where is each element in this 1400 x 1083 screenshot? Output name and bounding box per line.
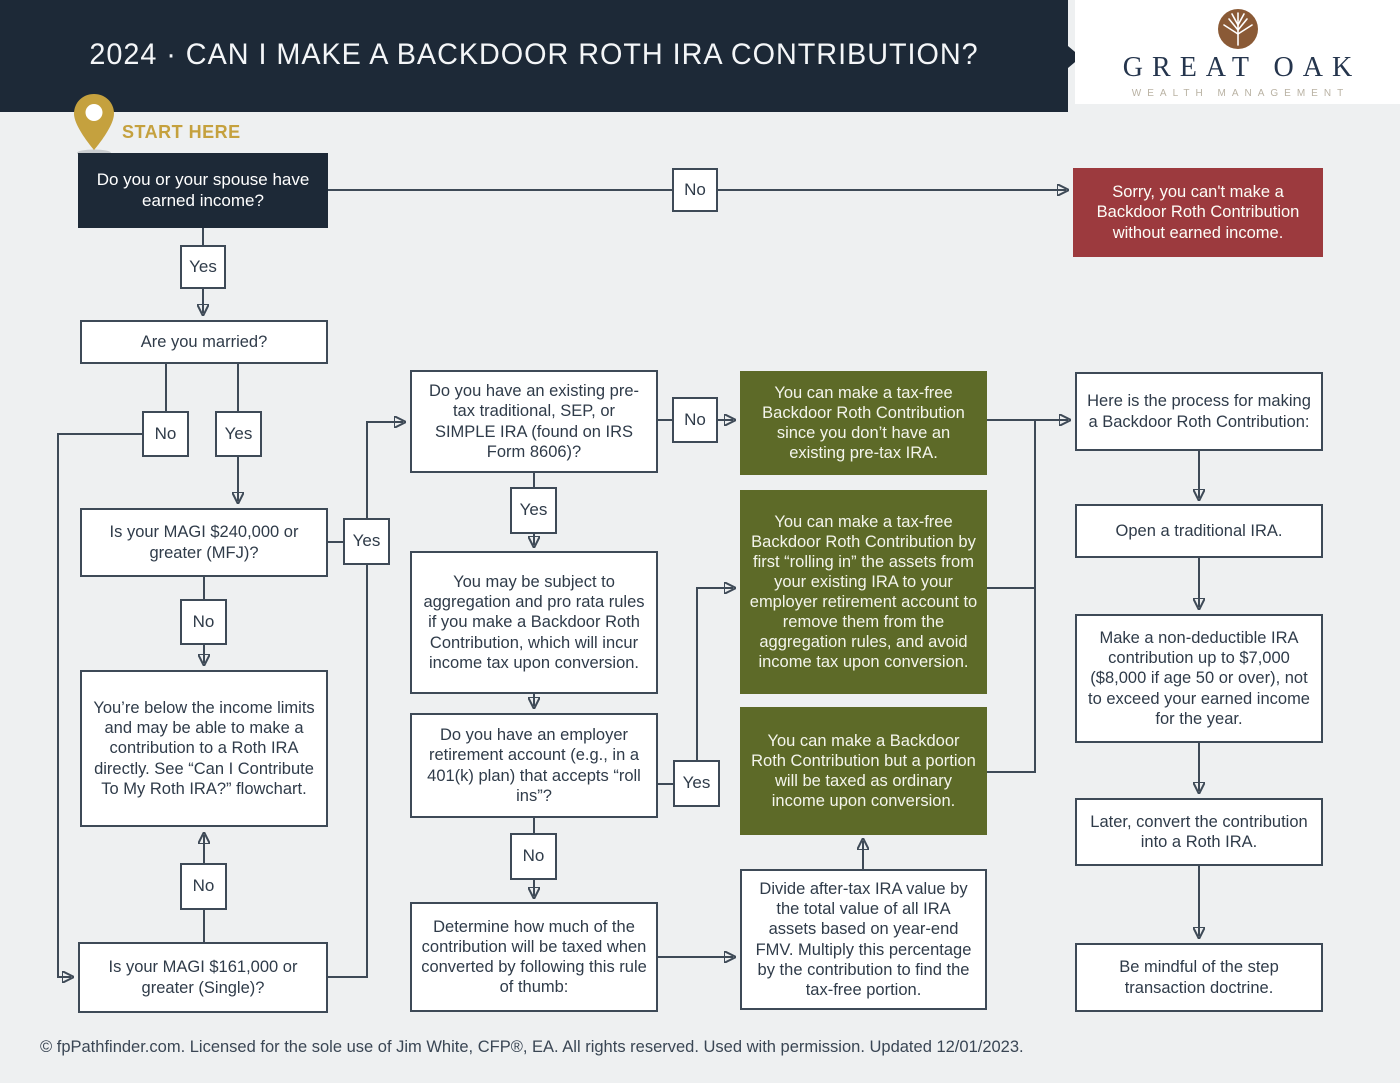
decision-label-yes: Yes [180,245,226,289]
node-married-question: Are you married? [80,320,328,364]
decision-label-no: No [672,397,718,443]
node-below-income-limits: You’re below the income limits and may b… [80,670,328,827]
decision-label-no: No [180,599,227,645]
node-roll-in-result: You can make a tax-free Backdoor Roth Co… [740,490,987,694]
node-tax-free-result: You can make a tax-free Backdoor Roth Co… [740,371,987,475]
node-nondeductible-contribution: Make a non-deductible IRA contribution u… [1075,614,1323,743]
node-convert-later: Later, convert the contribution into a R… [1075,798,1323,866]
node-determine-taxed: Determine how much of the contribution w… [410,902,658,1012]
decision-label-no: No [672,168,718,212]
node-magi-mfj-question: Is your MAGI $240,000 or greater (MFJ)? [80,508,328,577]
node-magi-single-question: Is your MAGI $161,000 or greater (Single… [78,942,328,1013]
decision-label-no: No [142,411,189,457]
node-earned-income-question: Do you or your spouse have earned income… [78,153,328,228]
node-taxed-portion-result: You can make a Backdoor Roth Contributio… [740,707,987,835]
node-open-traditional-ira: Open a traditional IRA. [1075,504,1323,558]
node-no-earned-income-result: Sorry, you can't make a Backdoor Roth Co… [1073,168,1323,257]
logo-panel: GREAT OAK WEALTH MANAGEMENT [1075,0,1400,104]
connector-group [57,190,1199,977]
node-step-transaction: Be mindful of the step transaction doctr… [1075,943,1323,1012]
node-process-intro: Here is the process for making a Backdoo… [1075,372,1323,451]
decision-label-yes: Yes [673,760,720,807]
page-title: 2024 · CAN I MAKE A BACKDOOR ROTH IRA CO… [89,38,979,71]
header-banner [0,0,1081,112]
decision-label-yes: Yes [510,487,557,534]
node-divide-rule: Divide after-tax IRA value by the total … [740,869,987,1010]
decision-label-no: No [180,863,227,910]
decision-label-no: No [510,833,557,880]
oak-tree-logo-icon [1217,8,1258,49]
decision-label-yes: Yes [215,411,262,457]
node-employer-plan-question: Do you have an employer retirement accou… [410,713,658,818]
start-here-label: START HERE [122,122,241,142]
node-aggregation-warning: You may be subject to aggregation and pr… [410,551,658,694]
logo-name: GREAT OAK [1122,51,1362,83]
copyright-footer: © fpPathfinder.com. Licensed for the sol… [40,1038,1024,1056]
node-pretax-ira-question: Do you have an existing pre-tax traditio… [410,370,658,473]
decision-label-yes: Yes [343,518,390,565]
logo-tagline: WEALTH MANAGEMENT [1131,87,1350,99]
